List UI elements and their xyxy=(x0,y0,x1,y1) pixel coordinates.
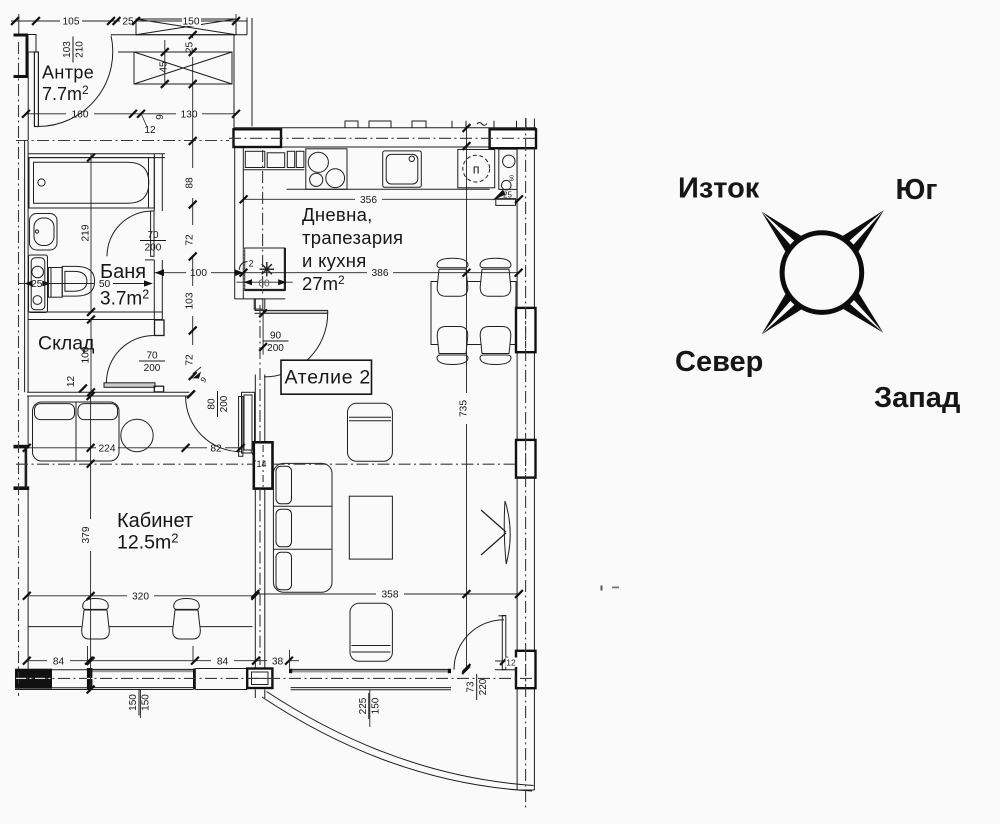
svg-text:25: 25 xyxy=(185,42,196,54)
svg-text:60: 60 xyxy=(510,175,516,181)
svg-text:27m2: 27m2 xyxy=(302,273,345,294)
svg-text:84: 84 xyxy=(217,656,229,667)
svg-text:и кухня: и кухня xyxy=(302,250,367,271)
svg-text:72: 72 xyxy=(185,354,196,366)
svg-text:84: 84 xyxy=(53,656,65,667)
svg-text:150: 150 xyxy=(183,17,200,28)
svg-text:150: 150 xyxy=(370,697,381,714)
svg-text:Север: Север xyxy=(675,346,763,378)
svg-text:70: 70 xyxy=(147,230,159,241)
svg-text:105: 105 xyxy=(63,17,80,28)
svg-text:82: 82 xyxy=(210,443,222,454)
svg-text:80: 80 xyxy=(207,398,218,410)
svg-text:70: 70 xyxy=(146,351,158,362)
svg-text:9: 9 xyxy=(155,114,166,120)
svg-text:150: 150 xyxy=(128,694,139,711)
svg-text:25: 25 xyxy=(122,17,134,28)
svg-text:12: 12 xyxy=(144,125,156,136)
svg-text:219: 219 xyxy=(81,224,92,241)
svg-text:103: 103 xyxy=(62,41,73,58)
svg-text:п: п xyxy=(473,163,480,177)
svg-text:224: 224 xyxy=(99,443,116,454)
svg-text:358: 358 xyxy=(382,590,399,601)
svg-text:200: 200 xyxy=(145,243,162,254)
svg-text:50: 50 xyxy=(99,279,111,290)
svg-text:200: 200 xyxy=(219,395,230,412)
svg-text:45: 45 xyxy=(159,61,170,73)
svg-text:Изток: Изток xyxy=(678,173,760,205)
svg-text:100: 100 xyxy=(190,268,207,279)
svg-text:220: 220 xyxy=(478,678,489,695)
svg-text:88: 88 xyxy=(185,177,196,189)
svg-text:7.7m2: 7.7m2 xyxy=(42,83,89,104)
svg-text:12: 12 xyxy=(66,376,77,388)
svg-text:2: 2 xyxy=(248,259,253,269)
svg-text:12.5m2: 12.5m2 xyxy=(117,531,178,554)
svg-text:60: 60 xyxy=(258,278,270,289)
svg-text:72: 72 xyxy=(185,234,196,246)
svg-text:3.7m2: 3.7m2 xyxy=(100,288,149,310)
svg-text:103: 103 xyxy=(185,292,196,309)
svg-text:379: 379 xyxy=(81,526,92,543)
svg-text:200: 200 xyxy=(267,343,284,354)
svg-text:Склад: Склад xyxy=(38,333,95,355)
svg-text:12: 12 xyxy=(506,658,516,668)
svg-text:25: 25 xyxy=(31,279,43,290)
svg-text:Дневна,: Дневна, xyxy=(302,204,373,225)
svg-text:Кабинет: Кабинет xyxy=(117,510,193,532)
svg-text:Юг: Юг xyxy=(896,174,938,206)
svg-text:38: 38 xyxy=(272,656,284,667)
svg-text:14: 14 xyxy=(256,459,266,469)
svg-text:Антре: Антре xyxy=(42,63,94,83)
svg-text:386: 386 xyxy=(372,268,389,279)
svg-text:25: 25 xyxy=(503,191,512,200)
svg-text:Баня: Баня xyxy=(100,261,146,283)
svg-text:150: 150 xyxy=(141,694,152,711)
svg-text:200: 200 xyxy=(144,363,161,374)
svg-text:100: 100 xyxy=(81,346,92,363)
svg-text:Запад: Запад xyxy=(874,382,960,414)
svg-text:225: 225 xyxy=(358,697,369,714)
svg-text:320: 320 xyxy=(132,591,149,602)
svg-text:130: 130 xyxy=(181,109,198,120)
svg-text:9: 9 xyxy=(199,375,209,385)
svg-text:735: 735 xyxy=(459,400,470,417)
svg-text:трапезария: трапезария xyxy=(302,227,403,248)
svg-text:73: 73 xyxy=(466,681,477,693)
svg-text:90: 90 xyxy=(270,331,282,342)
svg-text:160: 160 xyxy=(72,109,89,120)
svg-text:Ателие 2: Ателие 2 xyxy=(285,367,371,389)
svg-text:210: 210 xyxy=(75,41,86,58)
svg-text:356: 356 xyxy=(360,195,377,206)
